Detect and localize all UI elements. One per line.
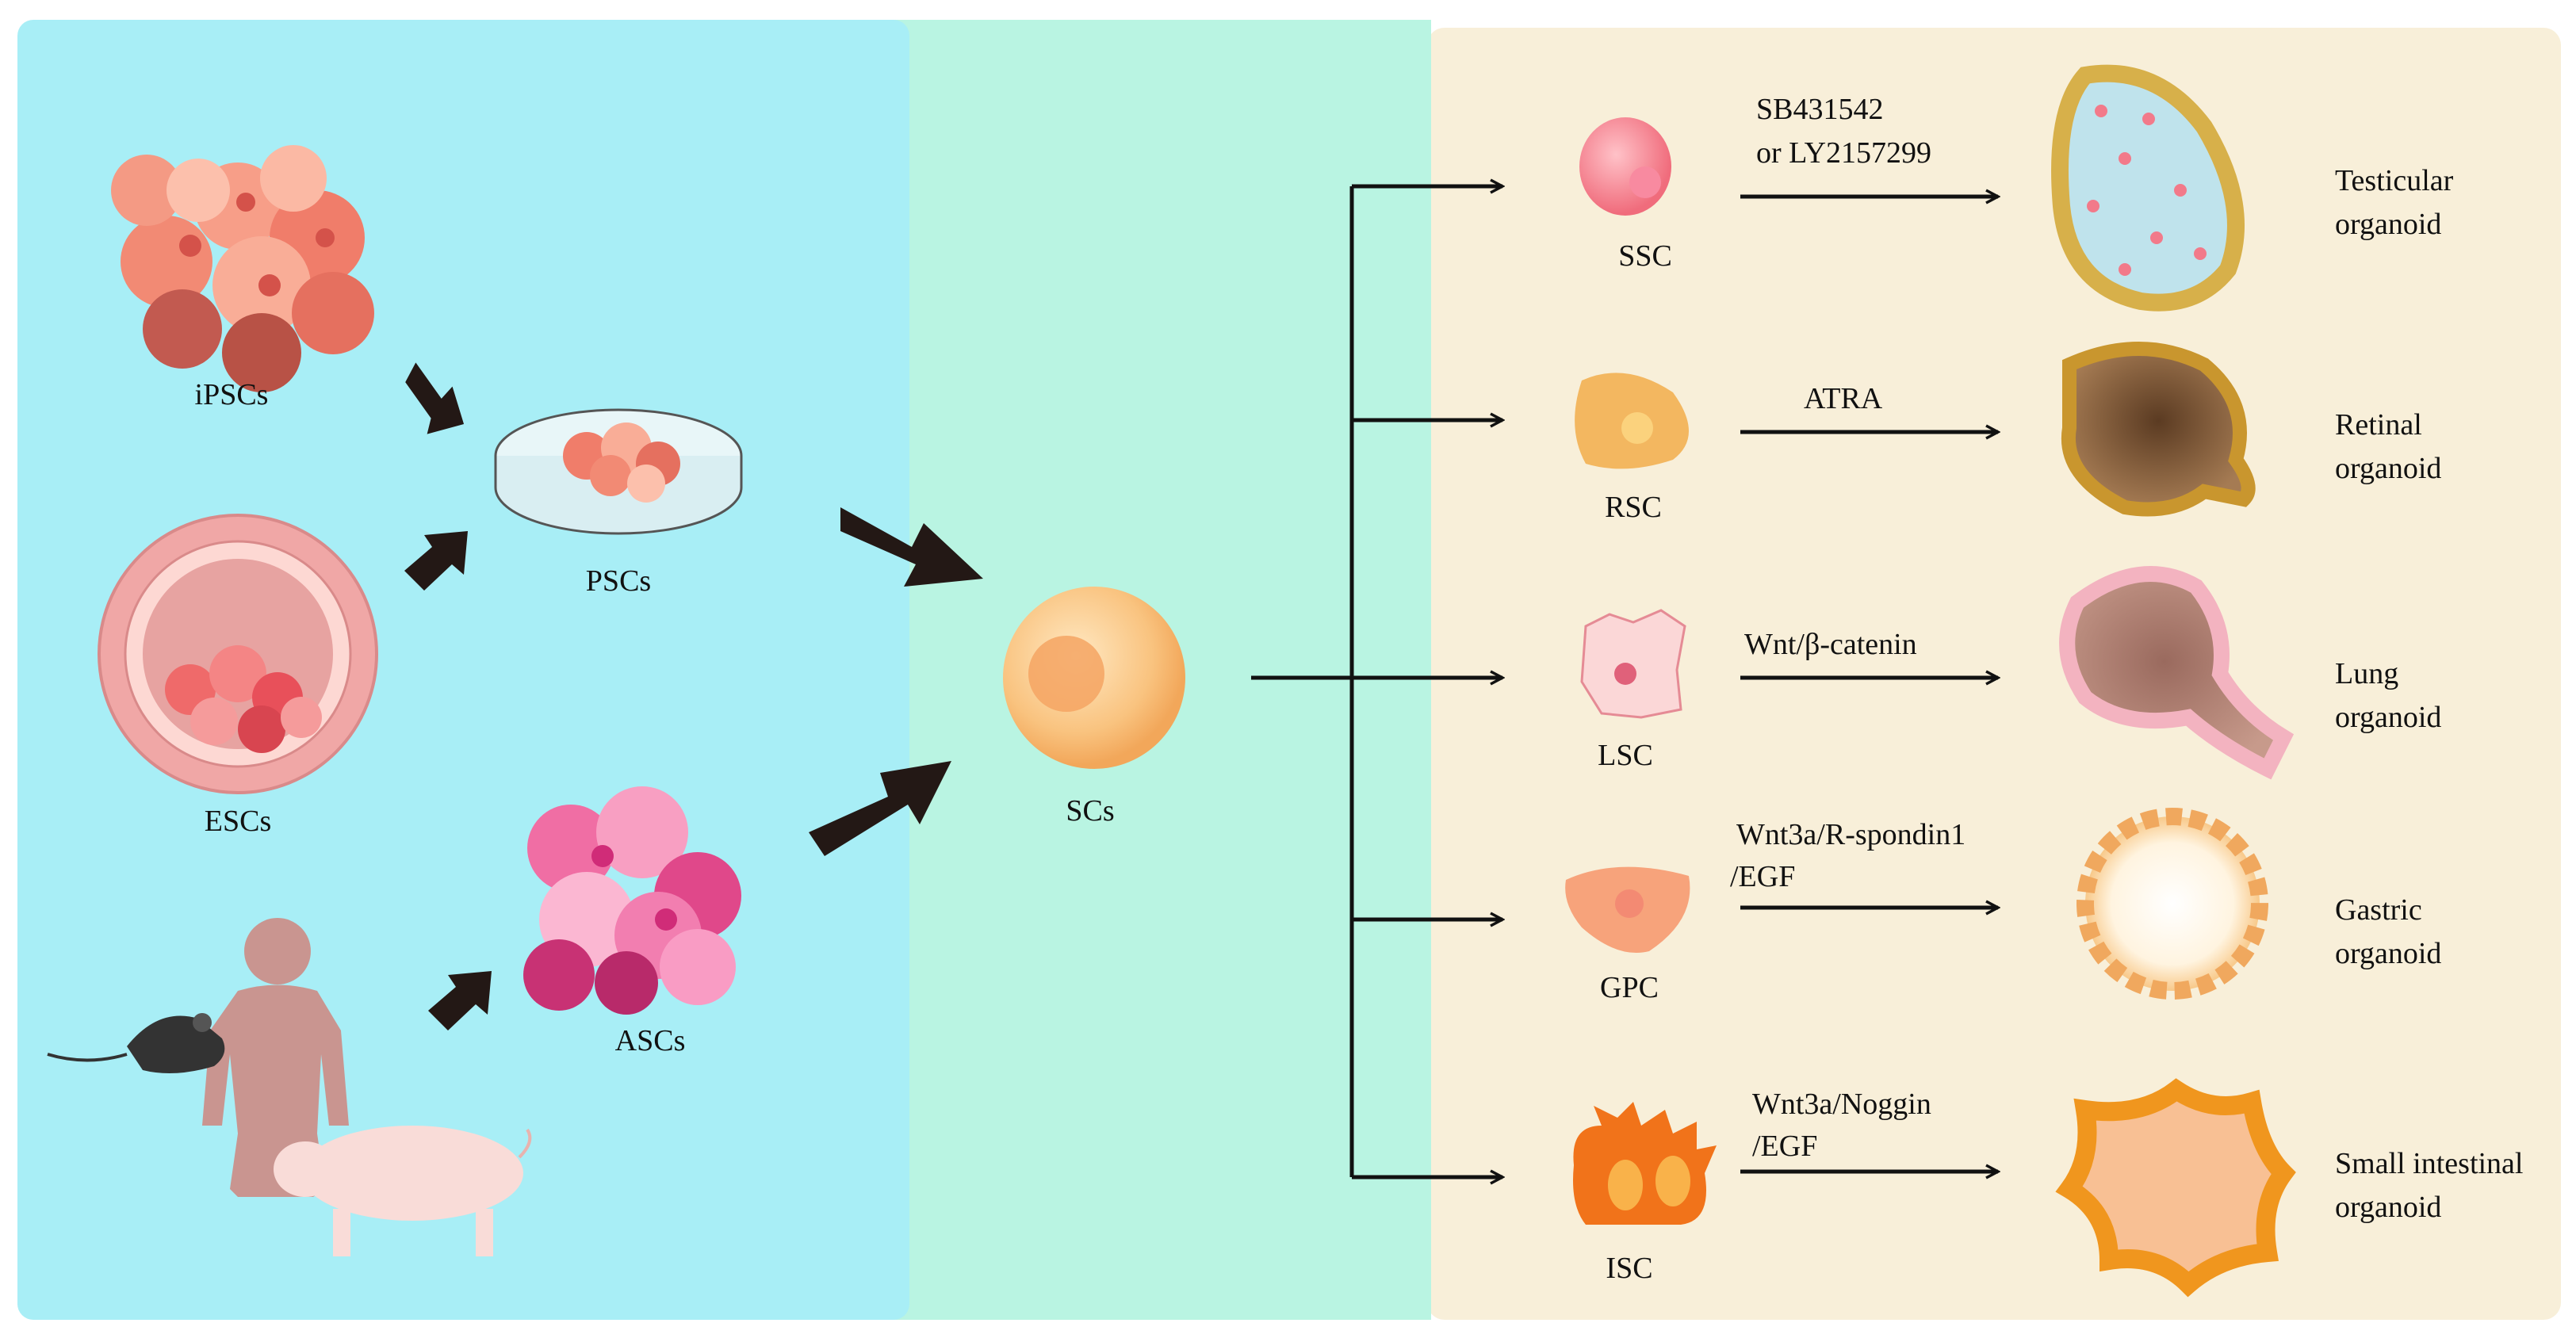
sc-label: SCs — [1066, 794, 1114, 828]
retinal-organoid-icon — [2061, 342, 2256, 517]
lung-organoid-line1: Lung — [2335, 657, 2398, 690]
psc-label: PSCs — [586, 564, 651, 598]
esc-label: ESCs — [205, 805, 271, 838]
thick-arrows — [404, 362, 983, 1030]
ssc-factor-line1: SB431542 — [1756, 93, 1883, 126]
gastric-organoid-icon — [2076, 808, 2268, 1000]
testicular-organoid-line1: Testicular — [2335, 164, 2454, 197]
ssc-cell-icon — [1579, 117, 1671, 216]
rsc-label: RSC — [1605, 491, 1662, 524]
ipsc-label: iPSCs — [195, 378, 269, 411]
gastric-organoid-line2: organoid — [2335, 937, 2441, 970]
retinal-organoid-line2: organoid — [2335, 452, 2441, 485]
gastric-organoid-line1: Gastric — [2335, 893, 2422, 927]
gpc-label: GPC — [1600, 971, 1659, 1004]
row-gpc: GPC Wnt3a/R-spondin1 /EGF Gastric organo… — [1565, 808, 2441, 1004]
retinal-organoid-line1: Retinal — [2335, 408, 2422, 442]
row-isc: ISC Wnt3a/Noggin /EGF Small intestinal o… — [1573, 1078, 2523, 1298]
lsc-factor: Wnt/β-catenin — [1744, 628, 1917, 661]
branch-connector — [1251, 186, 1502, 1177]
ipsc-cluster-icon — [111, 145, 374, 392]
isc-factor-line2: /EGF — [1752, 1130, 1817, 1163]
gpc-factor-line2: /EGF — [1730, 860, 1795, 893]
petri-dish-icon — [494, 408, 743, 535]
lsc-label: LSC — [1598, 739, 1653, 772]
small-intestinal-organoid-line2: organoid — [2335, 1191, 2441, 1224]
mouse-icon — [47, 1013, 225, 1073]
testicular-organoid-line2: organoid — [2335, 208, 2441, 241]
ssc-factor-line2: or LY2157299 — [1756, 136, 1931, 170]
pig-icon — [274, 1126, 532, 1256]
isc-cell-icon — [1573, 1102, 1717, 1225]
lung-organoid-icon — [2059, 566, 2295, 780]
ssc-label: SSC — [1618, 239, 1672, 273]
row-rsc: RSC ATRA Retinal organoid — [1575, 342, 2441, 524]
rsc-factor: ATRA — [1804, 382, 1883, 415]
testicular-organoid-icon — [2051, 64, 2245, 312]
small-intestinal-organoid-icon — [2055, 1078, 2296, 1298]
stem-cell-icon — [1003, 587, 1185, 769]
esc-blastocyst-icon — [98, 514, 378, 794]
lung-organoid-line2: organoid — [2335, 701, 2441, 734]
isc-factor-line1: Wnt3a/Noggin — [1752, 1088, 1931, 1121]
row-ssc: SSC SB431542 or LY2157299 Testicular org… — [1579, 64, 2454, 312]
lsc-cell-icon — [1580, 609, 1686, 719]
asc-label: ASCs — [615, 1024, 686, 1057]
gpc-factor-line1: Wnt3a/R-spondin1 — [1736, 818, 1965, 851]
row-lsc: LSC Wnt/β-catenin Lung organoid — [1580, 566, 2441, 780]
isc-label: ISC — [1606, 1252, 1652, 1285]
asc-cluster-icon — [523, 786, 741, 1015]
small-intestinal-organoid-line1: Small intestinal — [2335, 1147, 2523, 1180]
